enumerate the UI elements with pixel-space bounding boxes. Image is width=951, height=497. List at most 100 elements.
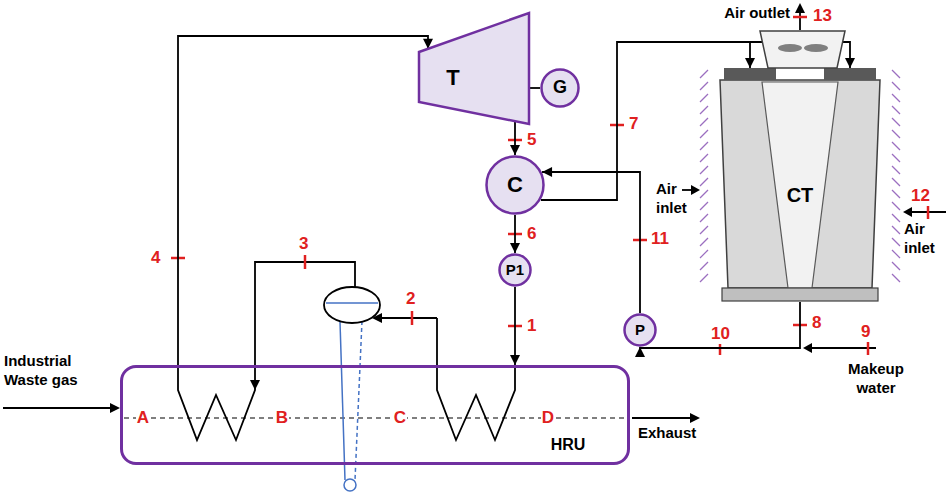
wall-hatch bbox=[892, 154, 900, 162]
wall-hatch bbox=[700, 70, 708, 78]
section-letter: A bbox=[136, 408, 150, 428]
steam-drum bbox=[324, 287, 380, 323]
spray-header bbox=[724, 68, 776, 80]
flow-connector bbox=[178, 36, 433, 365]
arrow-head bbox=[635, 347, 645, 357]
wall-hatch bbox=[892, 190, 900, 198]
callout-number: 1 bbox=[526, 316, 537, 336]
wall-hatch bbox=[700, 118, 708, 126]
node-label: CT bbox=[787, 184, 814, 206]
stream-note: Industrial Waste gas bbox=[4, 352, 104, 390]
tower-body bbox=[720, 80, 880, 288]
wall-hatch bbox=[892, 106, 900, 114]
callout-number: 6 bbox=[526, 224, 537, 244]
flow-connector bbox=[510, 215, 520, 253]
arrow-head bbox=[510, 355, 520, 365]
heat-exchanger-coil bbox=[437, 318, 515, 440]
wall-hatch bbox=[892, 214, 900, 222]
cooling-pump: P bbox=[623, 313, 657, 347]
makeup-water-line bbox=[812, 347, 876, 349]
node-label: P bbox=[635, 322, 645, 339]
tower-basin bbox=[722, 288, 878, 301]
wall-hatch bbox=[892, 238, 900, 246]
node-label: G bbox=[553, 78, 567, 98]
flow-line bbox=[514, 287, 516, 365]
arrow-head bbox=[745, 58, 755, 68]
exhaust-line bbox=[632, 417, 692, 419]
cooling-pump-outline bbox=[625, 315, 656, 346]
circulation-pump bbox=[344, 479, 356, 491]
generator: G bbox=[540, 68, 580, 108]
wall-hatch bbox=[892, 274, 900, 282]
air-outlet-line bbox=[799, 12, 801, 30]
stream-note: Exhaust bbox=[638, 424, 696, 443]
node-label: T bbox=[446, 66, 459, 90]
flow-connector bbox=[510, 287, 520, 365]
callout-number: 12 bbox=[910, 186, 931, 206]
water-level bbox=[326, 302, 378, 304]
callout-number: 2 bbox=[405, 289, 416, 309]
callout-number: 5 bbox=[526, 130, 537, 150]
arrow-head bbox=[691, 185, 700, 195]
wall-hatch bbox=[700, 94, 708, 102]
callout-number: 4 bbox=[150, 248, 161, 268]
callout-number: 10 bbox=[710, 324, 731, 344]
wall-hatch bbox=[700, 202, 708, 210]
callout-number: 9 bbox=[860, 322, 871, 342]
condenser: C bbox=[485, 155, 545, 215]
state-tick bbox=[927, 205, 930, 219]
air-inlet-line bbox=[682, 189, 692, 191]
section-letter: D bbox=[541, 408, 555, 428]
callout-number: 3 bbox=[298, 234, 309, 254]
fan-stack bbox=[760, 31, 845, 68]
wall-hatch bbox=[892, 82, 900, 90]
turbine-outline bbox=[419, 13, 529, 124]
arrow-head bbox=[845, 58, 855, 68]
turbine-shape bbox=[418, 12, 530, 125]
wall-hatch bbox=[892, 178, 900, 186]
arrow-head bbox=[803, 343, 812, 353]
wall-hatch bbox=[892, 142, 900, 150]
arrow-head bbox=[110, 403, 120, 413]
wall-hatch bbox=[892, 202, 900, 210]
arrow-head bbox=[510, 145, 520, 155]
state-tick bbox=[793, 16, 807, 19]
feed-pump-outline bbox=[500, 255, 531, 286]
feed-line bbox=[381, 317, 437, 319]
arrow-head bbox=[903, 207, 912, 217]
spray-header bbox=[824, 68, 876, 80]
fan-blade bbox=[778, 44, 802, 52]
flow-line bbox=[529, 87, 540, 89]
state-tick bbox=[411, 311, 414, 325]
condenser-outline bbox=[487, 157, 544, 214]
wall-hatch bbox=[700, 130, 708, 138]
stream-note: Air inlet bbox=[656, 180, 696, 218]
wall-hatch bbox=[700, 154, 708, 162]
gas-inlet-line bbox=[3, 407, 112, 409]
flow-connector bbox=[635, 302, 800, 357]
heat-exchanger-coil bbox=[178, 365, 255, 440]
flow-connector bbox=[529, 88, 540, 89]
wall-hatch bbox=[700, 190, 708, 198]
callout-number: 11 bbox=[650, 229, 670, 249]
arrow-head bbox=[542, 167, 552, 177]
wall-hatch bbox=[700, 178, 708, 186]
wall-hatch bbox=[700, 262, 708, 270]
arrow-head bbox=[250, 380, 260, 390]
wall-hatch bbox=[700, 166, 708, 174]
wall-hatch bbox=[700, 106, 708, 114]
callout-number: 8 bbox=[811, 313, 822, 333]
node-label: HRU bbox=[551, 436, 586, 454]
flow-connector bbox=[510, 121, 520, 155]
flow-line bbox=[542, 172, 640, 313]
wall-hatch bbox=[700, 82, 708, 90]
node-label: P1 bbox=[506, 262, 524, 279]
fan-blade bbox=[804, 44, 828, 52]
tower-core bbox=[762, 82, 838, 288]
callout-number: 13 bbox=[812, 6, 833, 26]
wall-hatch bbox=[700, 238, 708, 246]
arrow-head bbox=[690, 413, 700, 423]
riser-line bbox=[355, 321, 362, 480]
wall-hatch bbox=[700, 226, 708, 234]
